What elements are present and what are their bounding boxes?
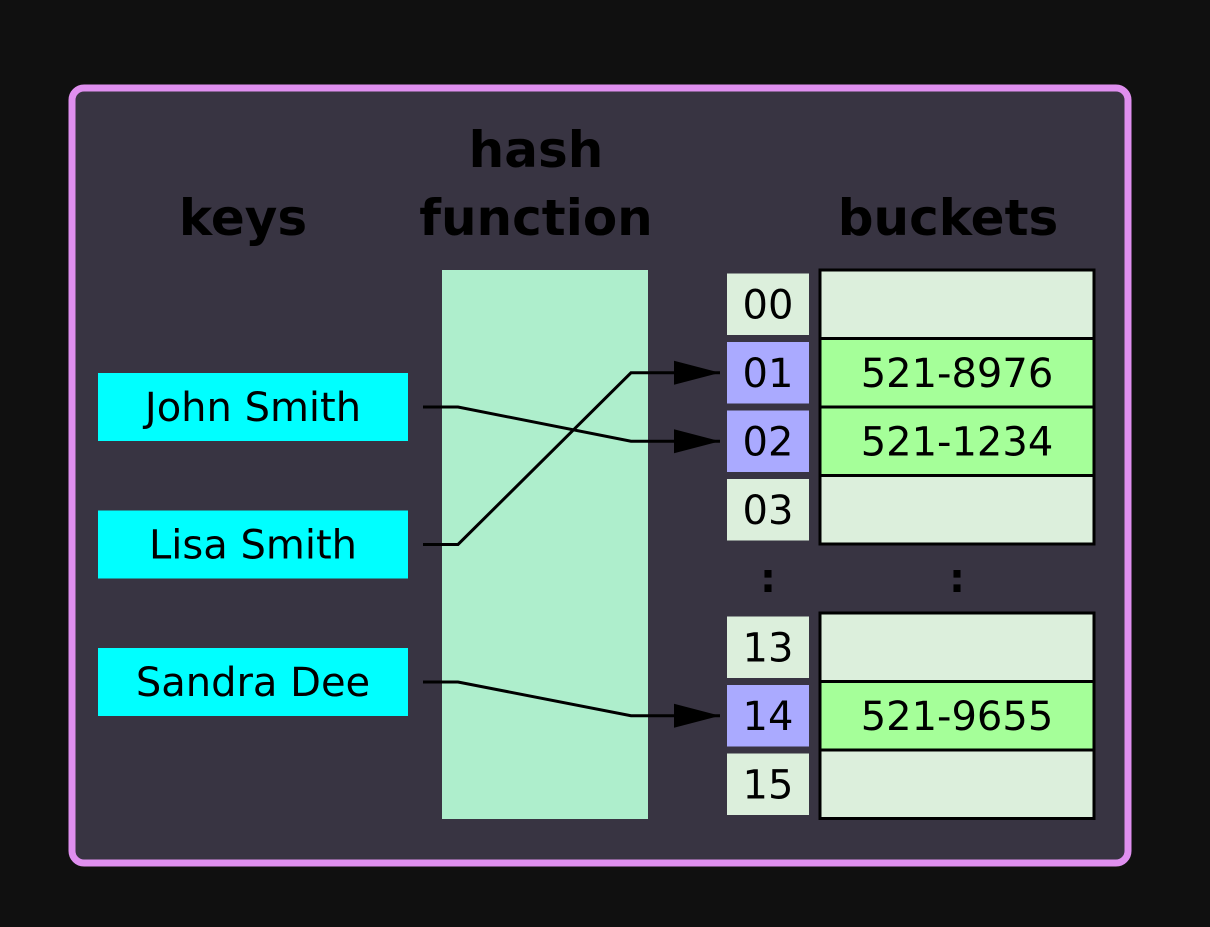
- bucket-index-label: 14: [743, 694, 794, 740]
- bucket-index-label: 15: [743, 762, 794, 808]
- bucket-cell: [818, 611, 1096, 683]
- key-box: [98, 648, 408, 716]
- bucket-cell: [818, 680, 1096, 752]
- hash-heading-line1: hash: [469, 121, 604, 179]
- key-box: [98, 373, 408, 441]
- bucket-cell: [818, 474, 1096, 546]
- bucket-index-box: [727, 685, 809, 747]
- bucket-index-label: 03: [743, 488, 794, 534]
- bucket-index-box: [727, 410, 809, 472]
- bucket-ellipsis: :: [949, 556, 965, 602]
- bucket-index-label: 00: [743, 282, 794, 328]
- bucket-cell: [818, 748, 1096, 820]
- key-box: [98, 510, 408, 579]
- bucket-value: 521-1234: [861, 419, 1054, 465]
- bucket-index-label: 01: [743, 351, 794, 397]
- arrowhead: [674, 703, 720, 728]
- hash-heading-line2: function: [419, 189, 653, 247]
- bucket-index-label: 02: [743, 419, 794, 465]
- hash-function-box: [442, 270, 648, 819]
- bucket-index-label: 13: [743, 625, 794, 671]
- buckets-heading: buckets: [838, 189, 1059, 247]
- key-label: Lisa Smith: [149, 523, 357, 569]
- bucket-index-box: [727, 273, 809, 335]
- key-label: John Smith: [142, 385, 361, 431]
- bucket-value: 521-8976: [861, 351, 1054, 397]
- bucket-cell: [818, 337, 1096, 409]
- bucket-index-box: [727, 616, 809, 678]
- bucket-value: 521-9655: [861, 694, 1054, 740]
- keys-heading: keys: [179, 189, 307, 247]
- arrowhead: [674, 429, 720, 454]
- key-label: Sandra Dee: [136, 660, 370, 706]
- bucket-index-box: [727, 342, 809, 404]
- arrowhead: [674, 360, 720, 385]
- index-ellipsis: :: [760, 556, 776, 602]
- hash-arrows: [423, 360, 720, 728]
- bucket-index-box: [727, 753, 809, 815]
- bucket-index-box: [727, 479, 809, 541]
- bucket-cell: [818, 268, 1096, 340]
